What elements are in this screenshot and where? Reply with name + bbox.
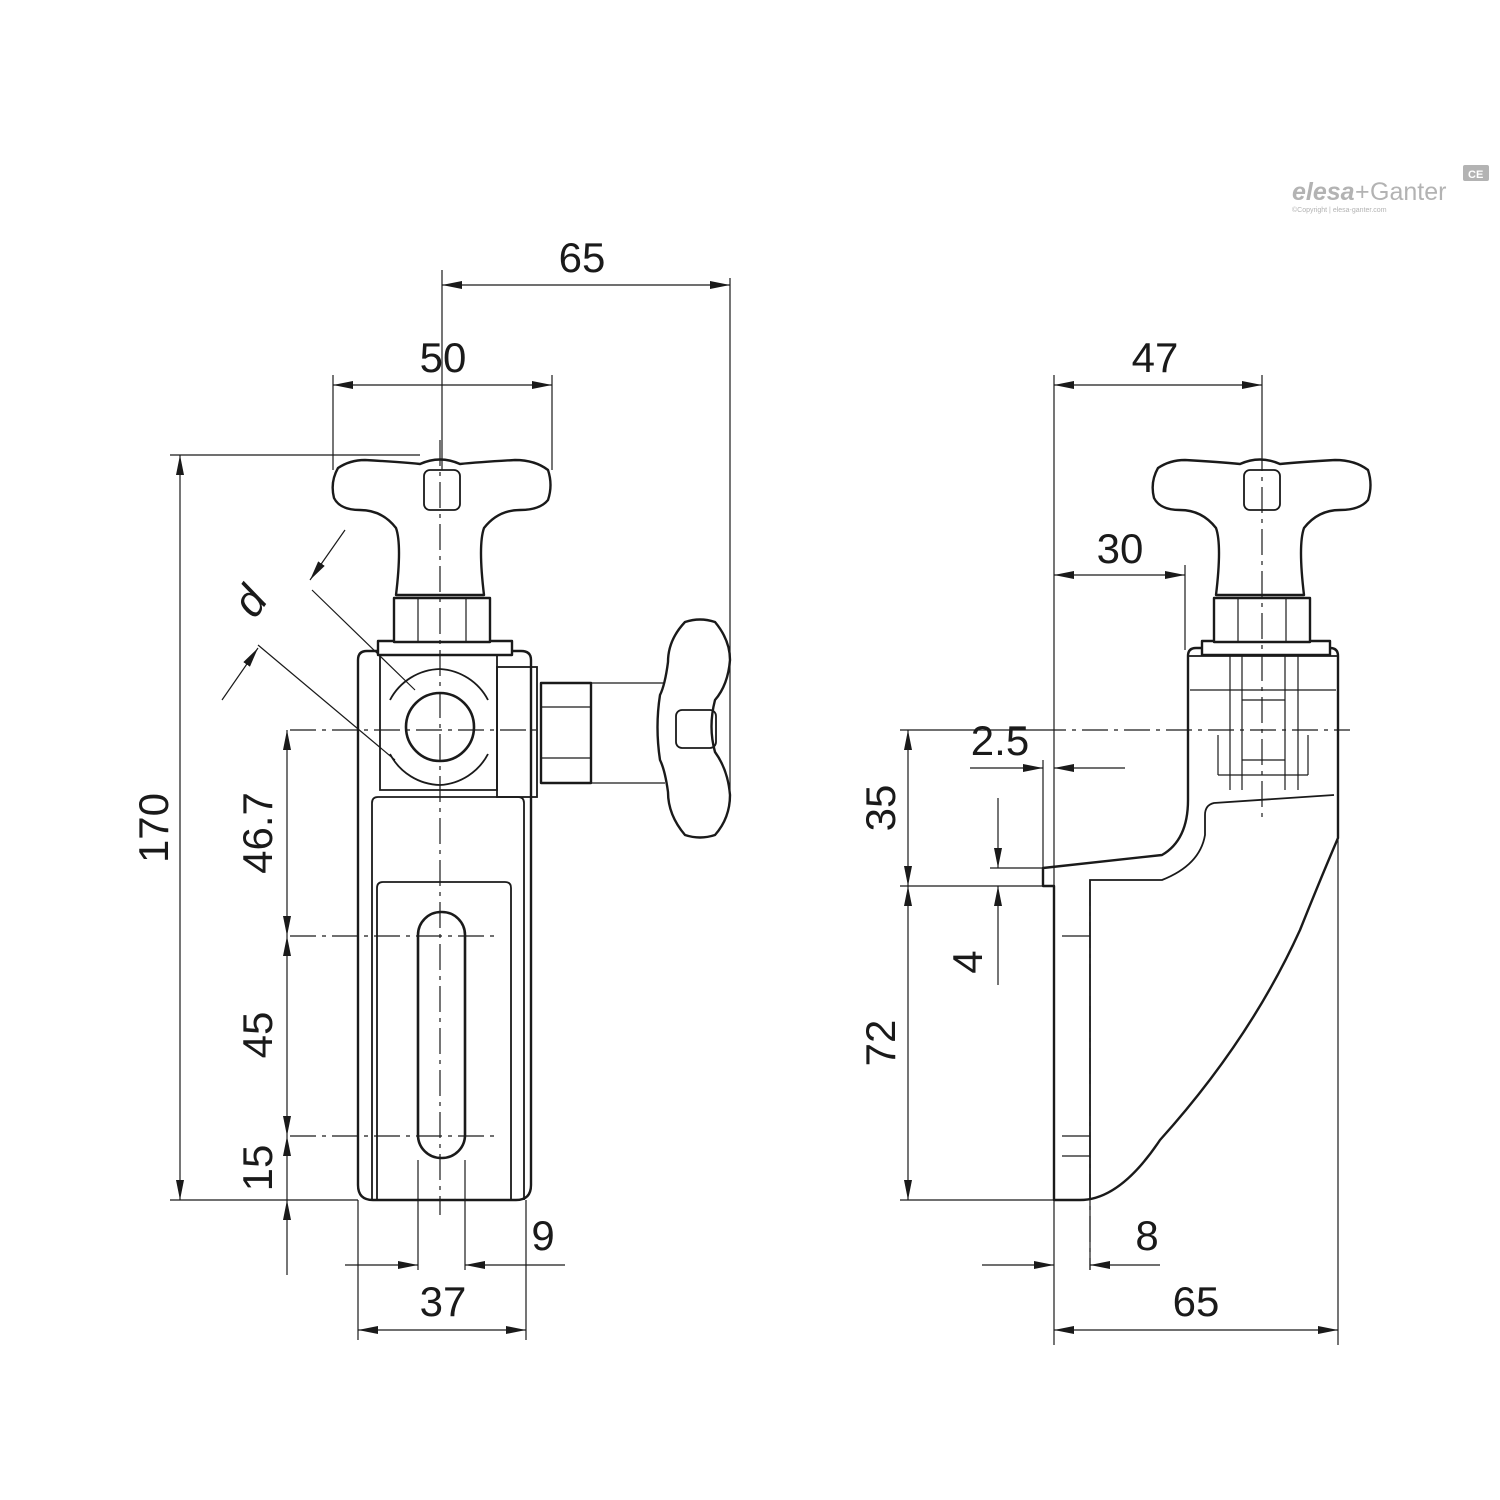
ext-front-d-lower	[257, 644, 396, 761]
label-front-diameter: d	[223, 576, 278, 625]
dimline-front-d-lower	[221, 647, 259, 701]
front-t-knob	[331, 458, 552, 597]
side-view: 47 30 2.5 35 4 72 8 65	[857, 334, 1372, 1345]
dim-side-step: 2.5	[971, 717, 1029, 764]
dim-front-offset: 9	[531, 1212, 554, 1259]
front-window-outer	[371, 796, 525, 1200]
logo-copyright: ©Copyright | elesa-ganter.com	[1292, 206, 1387, 214]
front-slot	[416, 910, 467, 1160]
dim-side-depth: 65	[1173, 1278, 1220, 1325]
front-window-inner	[376, 881, 512, 1200]
ce-badge-text: CE	[1468, 169, 1483, 181]
dim-side-flange: 4	[944, 950, 991, 973]
dim-front-overall-reach: 65	[559, 234, 606, 281]
front-view: 65 50 170 46.7 45 15 37 9 d	[130, 234, 732, 1340]
logo-brand-ganter: Ganter	[1370, 178, 1446, 206]
ext-front-d-upper	[311, 589, 416, 691]
dim-front-height-total: 170	[130, 793, 177, 863]
front-bore-arc-b	[439, 668, 489, 701]
side-body	[1041, 646, 1340, 1202]
side-inner-outline	[1089, 794, 1335, 1200]
dim-front-slot-length: 45	[234, 1012, 281, 1059]
dim-front-pin-to-slot: 46.7	[234, 792, 281, 874]
front-body	[356, 649, 533, 1202]
front-bore-arc-a	[389, 668, 441, 701]
dimline-front-d-upper	[309, 529, 346, 581]
logo-brand-elesa: elesa	[1292, 178, 1355, 206]
dim-front-slot-to-bottom: 15	[234, 1145, 281, 1192]
front-side-nut	[539, 681, 593, 785]
dim-front-knob-width: 50	[420, 334, 467, 381]
front-bore-arc-c	[389, 753, 441, 786]
dim-front-base-width: 37	[420, 1278, 467, 1325]
front-wing-knob	[656, 618, 732, 839]
dim-side-body-offset: 30	[1097, 525, 1144, 572]
front-bore-arc-d	[439, 753, 489, 786]
side-t-knob	[1151, 458, 1372, 597]
front-wing-insert	[675, 709, 717, 749]
dim-side-wall: 8	[1135, 1212, 1158, 1259]
dim-side-knob-offset: 47	[1132, 334, 1179, 381]
dim-side-upper-height: 35	[857, 785, 904, 832]
front-hex-nut	[392, 596, 492, 644]
ce-badge-box	[1463, 165, 1489, 181]
dim-side-lower-height: 72	[857, 1020, 904, 1067]
brand-logo: elesa + Ganter CE ©Copyright | elesa-gan…	[1292, 165, 1489, 214]
logo-plus: +	[1355, 178, 1370, 206]
